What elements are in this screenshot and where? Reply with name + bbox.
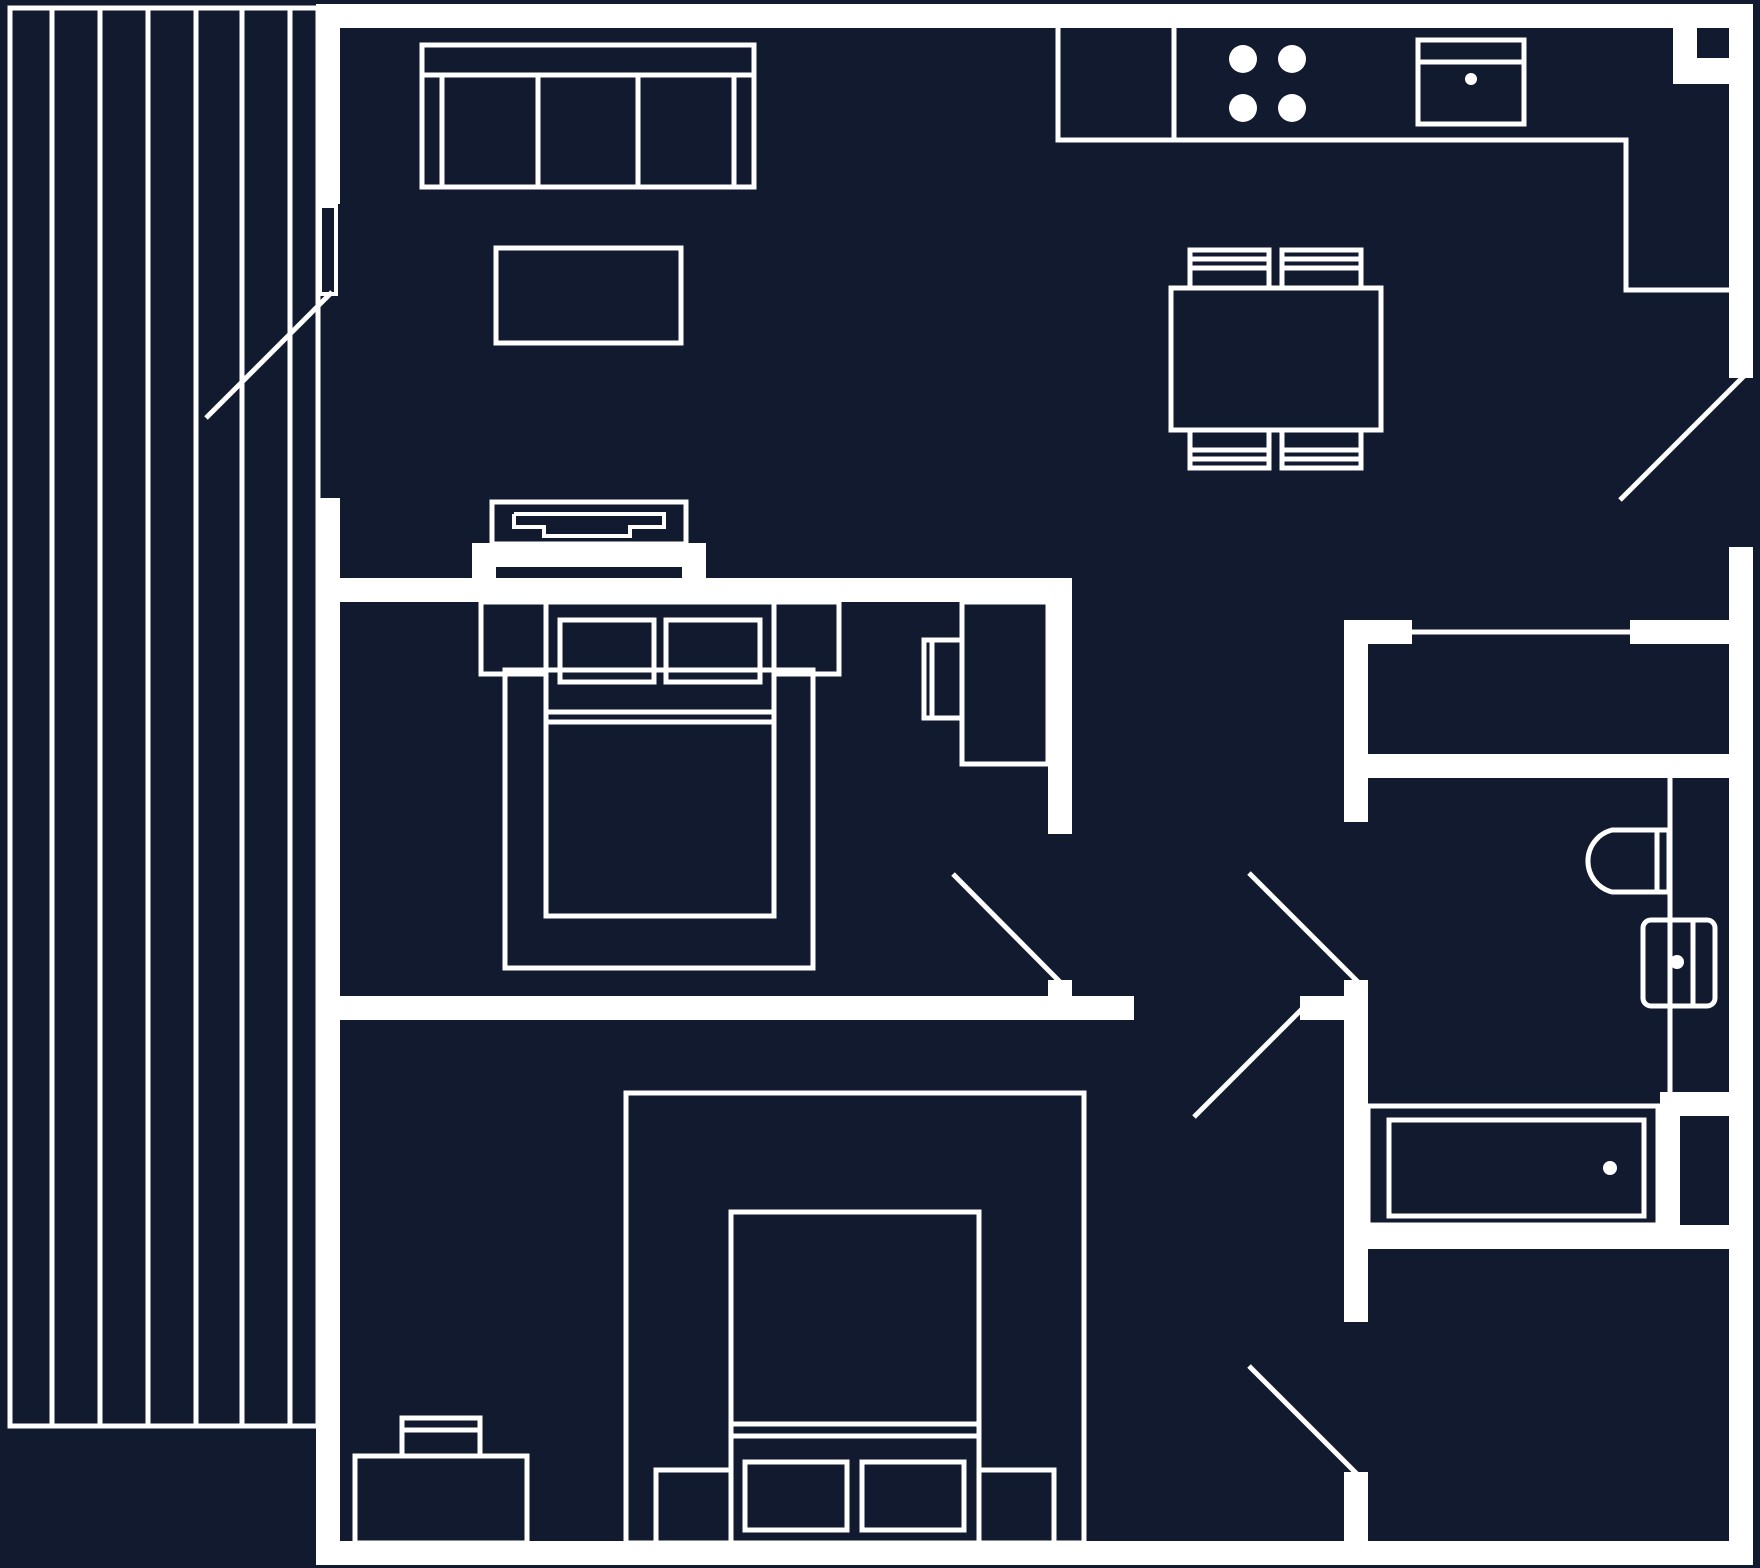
- coffee-table: [493, 245, 684, 346]
- dining-table: [1168, 285, 1384, 433]
- dining-chair: [1279, 427, 1364, 471]
- tv-stand: [472, 499, 706, 602]
- nightstand: [653, 1467, 734, 1546]
- door[interactable]: [1247, 1364, 1363, 1480]
- kitchen-counter: [1055, 28, 1729, 293]
- balcony: [7, 5, 321, 1429]
- sofa: [419, 42, 757, 190]
- desk-chair: [921, 637, 965, 721]
- dining-chair: [1187, 427, 1272, 471]
- dining-chair: [1279, 247, 1364, 291]
- double-bed: [728, 1209, 982, 1546]
- toilet: [1585, 827, 1672, 895]
- door[interactable]: [1618, 374, 1746, 502]
- bathtub: [1365, 1103, 1661, 1228]
- door[interactable]: [1192, 1007, 1304, 1119]
- interior-walls: [316, 578, 1753, 1565]
- bedroom-rug: [502, 667, 816, 971]
- desk-chair: [399, 1415, 483, 1459]
- stove: [1229, 45, 1306, 122]
- nightstand: [771, 599, 842, 677]
- nightstand: [478, 599, 549, 677]
- door[interactable]: [204, 290, 334, 420]
- kitchen-sink: [1415, 37, 1527, 127]
- dining-chair: [1187, 247, 1272, 291]
- bathroom-sink: [1640, 917, 1718, 1009]
- double-bed: [543, 599, 777, 919]
- nightstand: [976, 1467, 1057, 1546]
- door[interactable]: [951, 872, 1066, 988]
- door[interactable]: [1247, 871, 1363, 987]
